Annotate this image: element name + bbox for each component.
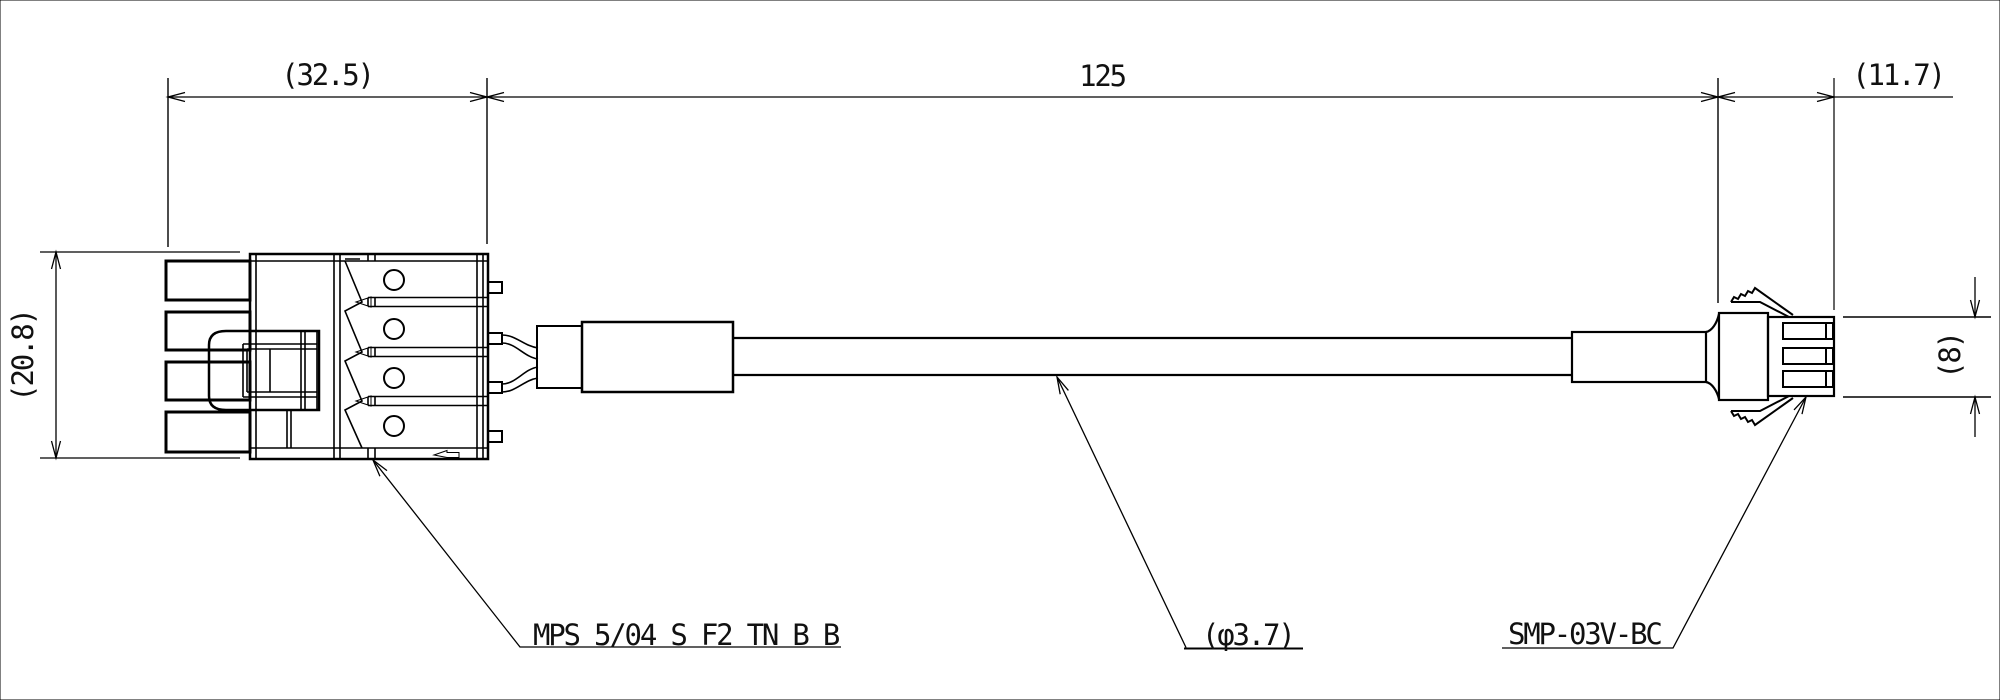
contact-rail — [354, 296, 488, 308]
wire — [501, 334, 539, 349]
boot-flare-top — [1705, 313, 1721, 334]
arrow-125-left — [484, 91, 505, 103]
pin-tab-1 — [487, 281, 503, 294]
dim-right-connector-height: (8) — [1933, 333, 1967, 379]
pin-tab-4 — [487, 430, 503, 443]
arrow-11-7-right — [1816, 91, 1837, 103]
heat-shrink-sleeve — [580, 320, 735, 394]
dim-right-connector-width: (11.7) — [1852, 58, 1944, 92]
dim-left-connector-width: (32.5) — [281, 58, 373, 92]
dimension-layer: (32.5) 125 (11.7) (20.8) (8) — [6, 58, 1991, 461]
arrow-20-8-bottom — [50, 440, 62, 461]
prong-1 — [164, 259, 252, 302]
leader-left-connector — [372, 459, 841, 648]
latch-top-arm — [1731, 301, 1790, 318]
dim-left-connector-height: (20.8) — [6, 310, 40, 402]
pin-slot — [1782, 370, 1834, 388]
contact-hole-2 — [383, 318, 405, 340]
leader-cable-diameter — [1056, 376, 1187, 648]
contact-rail — [354, 395, 488, 407]
wire — [501, 377, 539, 393]
part-layer — [164, 252, 1836, 461]
pin-slot — [1782, 322, 1834, 340]
leader-arrow-right-connector — [1793, 394, 1808, 415]
contact-hole-4 — [383, 415, 405, 437]
dim-cable-length: 125 — [1079, 59, 1126, 93]
latch-lever — [207, 329, 321, 448]
contact-rail — [354, 346, 488, 358]
connector-front-housing — [1766, 315, 1836, 398]
leader-right-connector — [1502, 396, 1807, 649]
wire — [501, 366, 539, 385]
cable — [501, 320, 1572, 394]
arrow-11-7-left — [1715, 91, 1736, 103]
label-cable-diameter: (φ3.7) — [1202, 618, 1294, 652]
label-left-connector: MPS 5/04 S F2 TN B B — [533, 618, 840, 652]
arrow-32-5-left — [165, 91, 186, 103]
left-connector — [164, 252, 503, 461]
pin-tab-3 — [487, 381, 503, 394]
heat-shrink-step — [536, 325, 583, 389]
connector-rear-body — [1717, 311, 1770, 402]
latch-bottom-arm — [1731, 395, 1790, 412]
right-connector — [1570, 286, 1836, 427]
label-right-connector: SMP-03V-BC — [1508, 617, 1661, 651]
connector-boot — [1570, 330, 1708, 384]
prong-4 — [164, 410, 252, 454]
leader-arrow-cable-diameter — [1055, 374, 1069, 395]
leader-arrow-left-connector — [371, 458, 388, 477]
wire — [501, 342, 539, 360]
contact-hole-1 — [383, 269, 405, 291]
arrow-8-top — [1969, 299, 1981, 320]
pin-tab-2 — [487, 332, 503, 345]
boot-flare-bottom — [1705, 380, 1721, 400]
latch-top-serration — [1730, 286, 1794, 316]
leader-layer: MPS 5/04 S F2 TN B B (φ3.7) SMP-03V-BC — [371, 374, 1808, 652]
arrow-8-bottom — [1969, 394, 1981, 415]
arrow-20-8-top — [50, 249, 62, 270]
pin-slot — [1782, 347, 1834, 365]
polarity-marker — [432, 449, 460, 458]
latch-bottom-serration — [1730, 397, 1794, 427]
contact-hole-3 — [383, 367, 405, 389]
